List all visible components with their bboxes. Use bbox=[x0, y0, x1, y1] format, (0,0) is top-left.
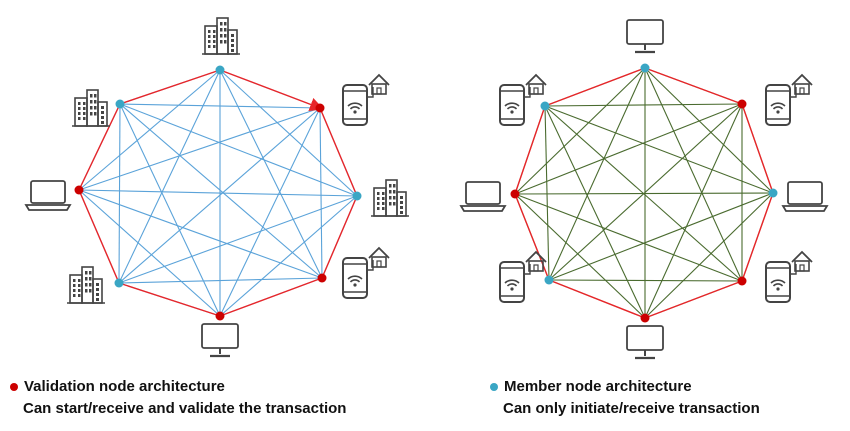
office-building-icon bbox=[202, 17, 240, 55]
validation-legend: Validation node architecture Can start/r… bbox=[10, 376, 346, 420]
mesh-link bbox=[119, 103, 221, 317]
validation-legend-title: Validation node architecture bbox=[24, 378, 225, 395]
member-legend: Member node architecture Can only initia… bbox=[490, 376, 760, 420]
smartphone-home-icon bbox=[765, 250, 813, 303]
perimeter-link bbox=[321, 195, 358, 279]
mesh-link bbox=[514, 67, 646, 195]
validation-node bbox=[510, 189, 520, 199]
validation-node bbox=[317, 273, 327, 283]
smartphone-home-icon bbox=[499, 73, 547, 126]
perimeter-link bbox=[741, 192, 774, 282]
mesh-link bbox=[319, 107, 323, 279]
perimeter-link bbox=[119, 69, 221, 105]
member-node bbox=[540, 101, 550, 111]
validation-node bbox=[737, 99, 747, 109]
validation-node bbox=[215, 311, 225, 321]
mesh-link bbox=[644, 103, 743, 319]
laptop-icon bbox=[781, 181, 829, 212]
member-node bbox=[544, 275, 554, 285]
mesh-link bbox=[118, 107, 321, 284]
mesh-link bbox=[514, 193, 646, 319]
laptop-icon bbox=[24, 180, 72, 211]
mesh-link bbox=[219, 107, 321, 317]
office-building-icon bbox=[371, 179, 409, 217]
perimeter-link bbox=[78, 189, 120, 284]
smartphone-home-icon bbox=[499, 250, 547, 303]
validation-node bbox=[640, 313, 650, 323]
mesh-link bbox=[119, 103, 358, 197]
perimeter-link bbox=[78, 103, 121, 191]
mesh-link bbox=[544, 105, 550, 281]
perimeter-link bbox=[514, 105, 546, 195]
left-network bbox=[74, 65, 362, 321]
mesh-link bbox=[548, 67, 646, 281]
laptop-icon bbox=[459, 181, 507, 212]
mesh-link bbox=[644, 67, 774, 194]
mesh-link bbox=[119, 103, 323, 279]
mesh-link bbox=[78, 189, 221, 317]
validation-node bbox=[315, 103, 325, 113]
mesh-link bbox=[219, 69, 358, 197]
perimeter-link bbox=[118, 282, 221, 317]
validation-node bbox=[737, 276, 747, 286]
mesh-link bbox=[514, 193, 743, 282]
mesh-link bbox=[118, 103, 121, 284]
perimeter-link bbox=[644, 67, 743, 105]
mesh-link bbox=[514, 103, 743, 195]
perimeter-link bbox=[219, 69, 324, 112]
member-node bbox=[352, 191, 362, 201]
validation-legend-description: Can start/receive and validate the trans… bbox=[23, 400, 347, 417]
mesh-link bbox=[548, 192, 774, 281]
mesh-link bbox=[219, 69, 323, 279]
mesh-link bbox=[548, 103, 743, 281]
validation-node-dot bbox=[10, 383, 18, 391]
mesh-link bbox=[544, 105, 743, 282]
smartphone-home-icon bbox=[342, 73, 390, 126]
smartphone-home-icon bbox=[765, 73, 813, 126]
perimeter-link bbox=[644, 280, 743, 319]
desktop-monitor-icon bbox=[626, 325, 664, 360]
perimeter-link bbox=[514, 193, 550, 281]
member-node bbox=[640, 63, 650, 73]
member-node-dot bbox=[490, 383, 498, 391]
mesh-link bbox=[118, 195, 358, 284]
mesh-link bbox=[544, 103, 743, 107]
mesh-link bbox=[78, 189, 358, 197]
mesh-link bbox=[544, 105, 774, 194]
office-building-icon bbox=[67, 266, 105, 304]
member-node bbox=[115, 99, 125, 109]
perimeter-link bbox=[741, 103, 774, 194]
member-node bbox=[215, 65, 225, 75]
right-network bbox=[510, 63, 778, 323]
smartphone-home-icon bbox=[342, 246, 390, 299]
mesh-link bbox=[219, 195, 358, 317]
mesh-link bbox=[118, 277, 323, 284]
member-node bbox=[114, 278, 124, 288]
mesh-link bbox=[544, 105, 646, 319]
mesh-link bbox=[119, 103, 321, 109]
desktop-monitor-icon bbox=[626, 19, 664, 54]
mesh-link bbox=[644, 192, 774, 319]
desktop-monitor-icon bbox=[201, 323, 239, 358]
member-legend-description: Can only initiate/receive transaction bbox=[503, 400, 760, 417]
member-legend-title: Member node architecture bbox=[504, 378, 692, 395]
perimeter-link bbox=[544, 67, 646, 107]
mesh-link bbox=[548, 279, 743, 282]
mesh-link bbox=[78, 107, 321, 191]
perimeter-link bbox=[319, 107, 358, 197]
perimeter-link bbox=[219, 277, 323, 317]
member-node bbox=[768, 188, 778, 198]
mesh-link bbox=[644, 67, 743, 282]
office-building-icon bbox=[72, 89, 110, 127]
device-icons bbox=[24, 17, 829, 360]
perimeter-link bbox=[548, 279, 646, 319]
validation-node bbox=[74, 185, 84, 195]
